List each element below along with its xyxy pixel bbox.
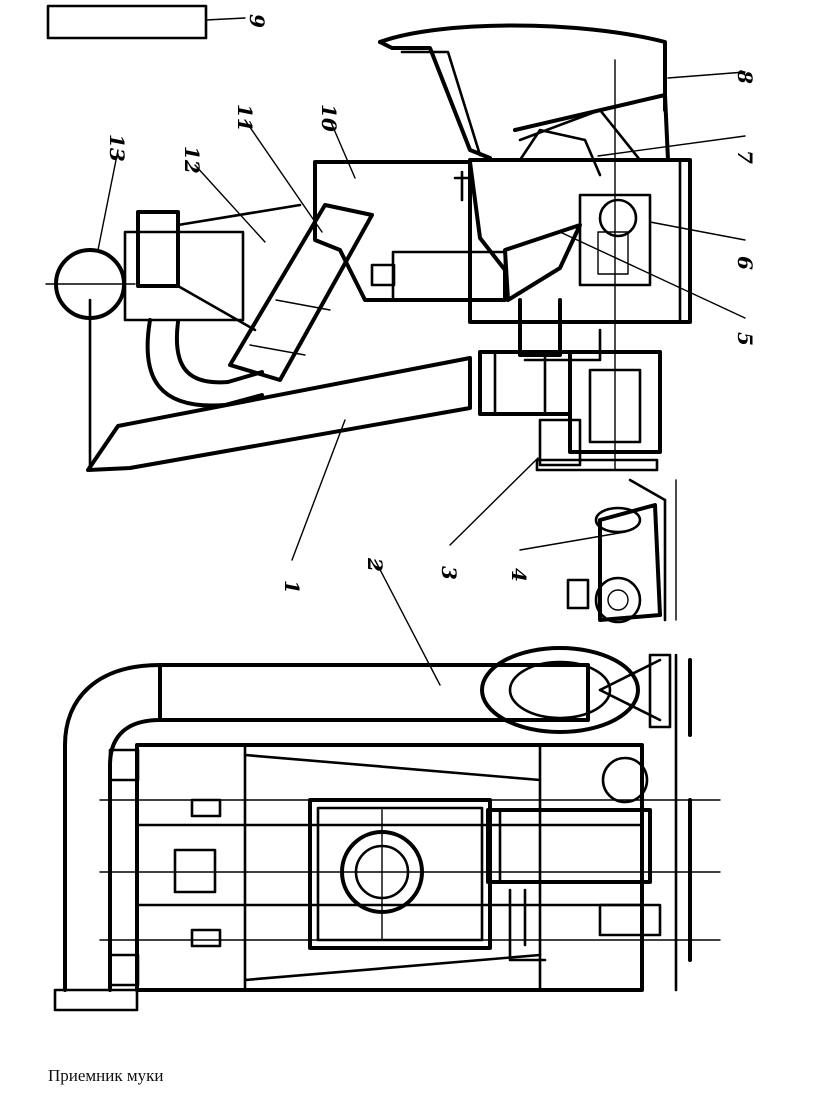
callout-13: 13 bbox=[105, 134, 129, 162]
figure-caption: Приемник муки bbox=[48, 1066, 164, 1085]
control-box-9 bbox=[46, 4, 246, 40]
equipment-schematic: 1 2 3 4 5 6 7 8 9 10 11 12 13 bbox=[45, 4, 757, 1012]
callout-8: 8 bbox=[733, 69, 757, 84]
upper-assembly bbox=[45, 23, 692, 472]
callout-10: 10 bbox=[317, 104, 341, 132]
callout-2: 2 bbox=[363, 557, 387, 572]
leader-lines bbox=[97, 71, 746, 686]
fan-unit-4 bbox=[566, 478, 677, 624]
callout-7: 7 bbox=[733, 150, 757, 164]
callout-12: 12 bbox=[180, 146, 204, 174]
callout-1: 1 bbox=[280, 580, 304, 594]
callout-5: 5 bbox=[733, 332, 757, 346]
callout-3: 3 bbox=[437, 566, 461, 580]
callout-4: 4 bbox=[507, 568, 531, 582]
callout-11: 11 bbox=[233, 104, 257, 132]
callout-9: 9 bbox=[245, 14, 269, 28]
callout-6: 6 bbox=[733, 256, 757, 270]
lower-assembly bbox=[53, 646, 721, 1012]
callout-labels: 1 2 3 4 5 6 7 8 9 10 11 12 13 bbox=[105, 14, 757, 594]
